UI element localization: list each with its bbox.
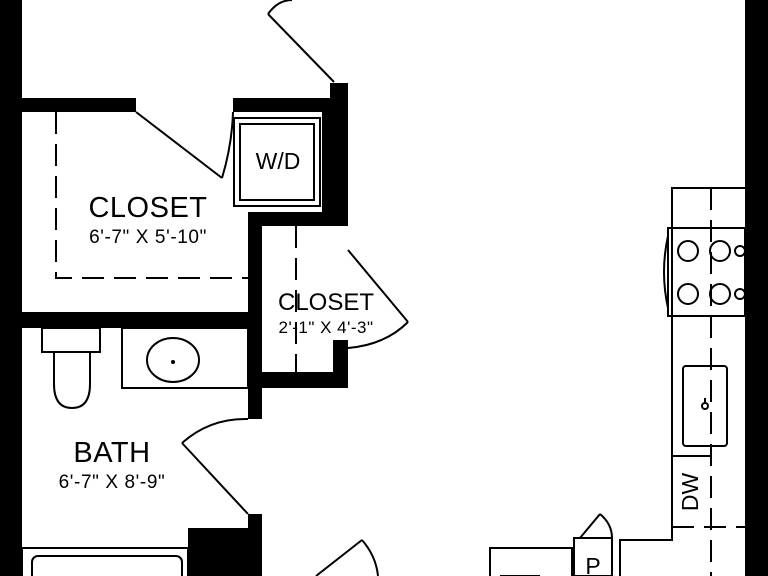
pantry-door-leaf: [579, 513, 601, 539]
small-closet-bottom-wall: [248, 372, 348, 388]
burner-2: [709, 240, 731, 262]
cooktop-front: [663, 235, 669, 309]
exterior-wall-right: [745, 0, 768, 576]
wall-stub-bottom: [188, 528, 262, 576]
closet-top-wall-right: [233, 98, 330, 112]
sink-basin: [146, 337, 200, 383]
burner-3: [677, 283, 699, 305]
cooktop: [667, 227, 746, 317]
closet-small-name: CLOSET: [278, 289, 374, 316]
washer-dryer-box: [233, 117, 321, 207]
pantry-box: [573, 537, 613, 576]
kitchen-counter: [619, 187, 745, 576]
toilet-tank: [41, 327, 101, 353]
small-closet-left-wall: [248, 212, 262, 390]
small-closet-right-wall: [333, 340, 348, 388]
washer-dryer-inner: [239, 123, 315, 201]
lower-door-arc: [361, 539, 379, 576]
dishwasher-label: DW: [677, 473, 703, 512]
closet-large-name: CLOSET: [88, 192, 207, 224]
bath-dims: 6'-7" X 8'-9": [59, 472, 166, 493]
lower-door-leaf: [315, 539, 363, 576]
bath-door-arc: [181, 417, 249, 444]
exterior-wall-left: [0, 0, 22, 576]
bathtub: [21, 547, 189, 576]
bath-door-leaf: [181, 442, 249, 515]
closet-door-arc: [221, 111, 234, 179]
entry-door-arc: [267, 0, 293, 15]
small-closet-top-wall: [248, 212, 348, 226]
burner-4: [709, 283, 731, 305]
pantry-label: P: [585, 553, 600, 576]
vanity: [121, 327, 249, 389]
bath-top-wall: [0, 312, 262, 328]
entry-door-leaf: [267, 13, 335, 83]
closet-door-leaf: [135, 111, 223, 179]
closet-wall-piece: [322, 98, 348, 212]
burner-5: [734, 245, 746, 257]
closet-top-wall-left: [22, 98, 136, 112]
kitchen-sink: [682, 365, 728, 447]
bath-right-wall-upper: [248, 385, 262, 419]
closet-large-dims: 6'-7" X 5'-10": [89, 227, 207, 248]
bath-name: BATH: [73, 437, 150, 469]
pantry-door-arc: [599, 513, 613, 539]
refrigerator-box: [489, 547, 573, 576]
toilet-bowl: [53, 352, 91, 410]
closet-small-dims: 2'-1" X 4'-3": [279, 318, 374, 337]
small-closet-door-leaf: [347, 249, 409, 323]
washer-dryer-label: W/D: [256, 148, 301, 174]
small-closet-door-arc: [347, 321, 409, 349]
closet-shelf-line: [55, 112, 248, 279]
sink-drain: [171, 360, 175, 364]
burner-1: [677, 240, 699, 262]
burner-6: [734, 288, 746, 300]
bathtub-inner: [31, 555, 183, 576]
